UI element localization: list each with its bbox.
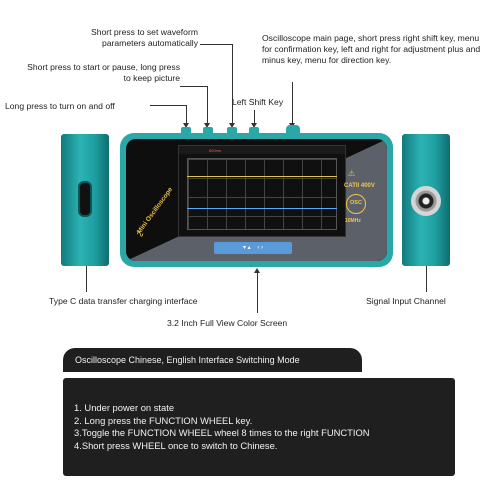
list-item: 4.Short press WHEEL once to switch to Ch… — [74, 439, 278, 451]
right-end-cap — [402, 134, 450, 266]
osc-badge: OSC — [346, 194, 366, 214]
start-pause-button[interactable] — [203, 127, 213, 133]
wave-logo-icon: ∿ — [136, 229, 145, 240]
callout-left-shift: Left Shift Key — [232, 97, 284, 107]
screen-nav-bar: ▾ ▴ ‹ › — [214, 242, 292, 254]
oscilloscope-screen: 500ms — [178, 145, 346, 237]
callout-power: Long press to turn on and off — [5, 101, 115, 111]
panel-title: Oscilloscope Chinese, English Interface … — [63, 348, 362, 372]
list-item: 3.Toggle the FUNCTION WHEEL wheel 8 time… — [74, 427, 370, 438]
callout-main-page: Oscilloscope main page, short press righ… — [262, 33, 481, 65]
instructions-panel: 1. Under power on state 2. Long press th… — [63, 378, 455, 476]
callout-type-c: Type C data transfer charging interface — [49, 296, 198, 306]
function-wheel[interactable] — [286, 125, 300, 133]
callout-signal: Signal Input Channel — [366, 296, 446, 306]
callout-waveform: Short press to set waveform parameters a… — [91, 27, 198, 48]
list-item: 1. Under power on state — [74, 402, 175, 413]
cat-rating: CATII 400V — [344, 183, 375, 189]
list-item: 2. Long press the FUNCTION WHEEL key. — [74, 414, 253, 426]
instructions-list: 1. Under power on state 2. Long press th… — [63, 378, 455, 452]
bandwidth-label: 10MHz — [345, 218, 361, 224]
left-shift-button[interactable] — [249, 127, 259, 133]
auto-button[interactable] — [227, 127, 237, 133]
warning-icon: ⚠ — [348, 169, 356, 178]
left-end-cap — [61, 134, 109, 266]
callout-start-pause: Short press to start or pause, long pres… — [27, 62, 180, 83]
signal-input-bnc[interactable] — [411, 186, 441, 216]
timebase-readout: 500ms — [209, 147, 222, 153]
power-button[interactable] — [181, 127, 191, 133]
type-c-port[interactable] — [78, 181, 92, 217]
oscilloscope-device: 500ms ▾ ▴ ‹ › Mini Oscilloscope ∿ ⚠ CATI… — [120, 133, 393, 267]
callout-screen: 3.2 Inch Full View Color Screen — [167, 318, 288, 328]
